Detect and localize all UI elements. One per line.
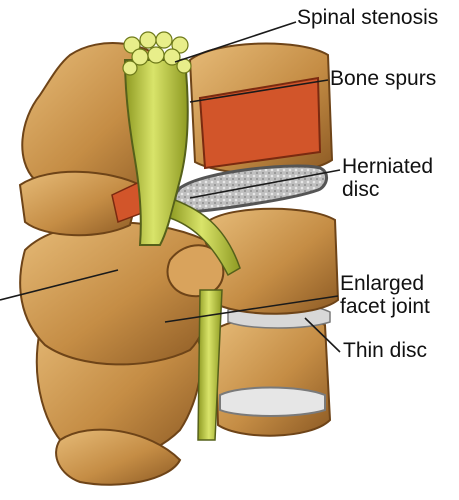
label-enlarged-facet-joint: Enlarged facet joint — [340, 272, 430, 318]
label-herniated-disc: Herniated disc — [342, 155, 433, 201]
thin-disc-shape — [220, 388, 325, 417]
label-thin-disc: Thin disc — [343, 339, 427, 362]
label-bone-spurs: Bone spurs — [330, 67, 436, 90]
herniated-disc-shape — [175, 166, 327, 212]
vertebra-body-lower — [215, 317, 330, 436]
label-enlarged-facet-line2: facet joint — [340, 295, 430, 318]
label-spinal-stenosis: Spinal stenosis — [297, 6, 438, 29]
label-herniated-disc-line2: disc — [342, 178, 433, 201]
label-herniated-disc-line1: Herniated — [342, 155, 433, 178]
label-enlarged-facet-line1: Enlarged — [340, 272, 430, 295]
